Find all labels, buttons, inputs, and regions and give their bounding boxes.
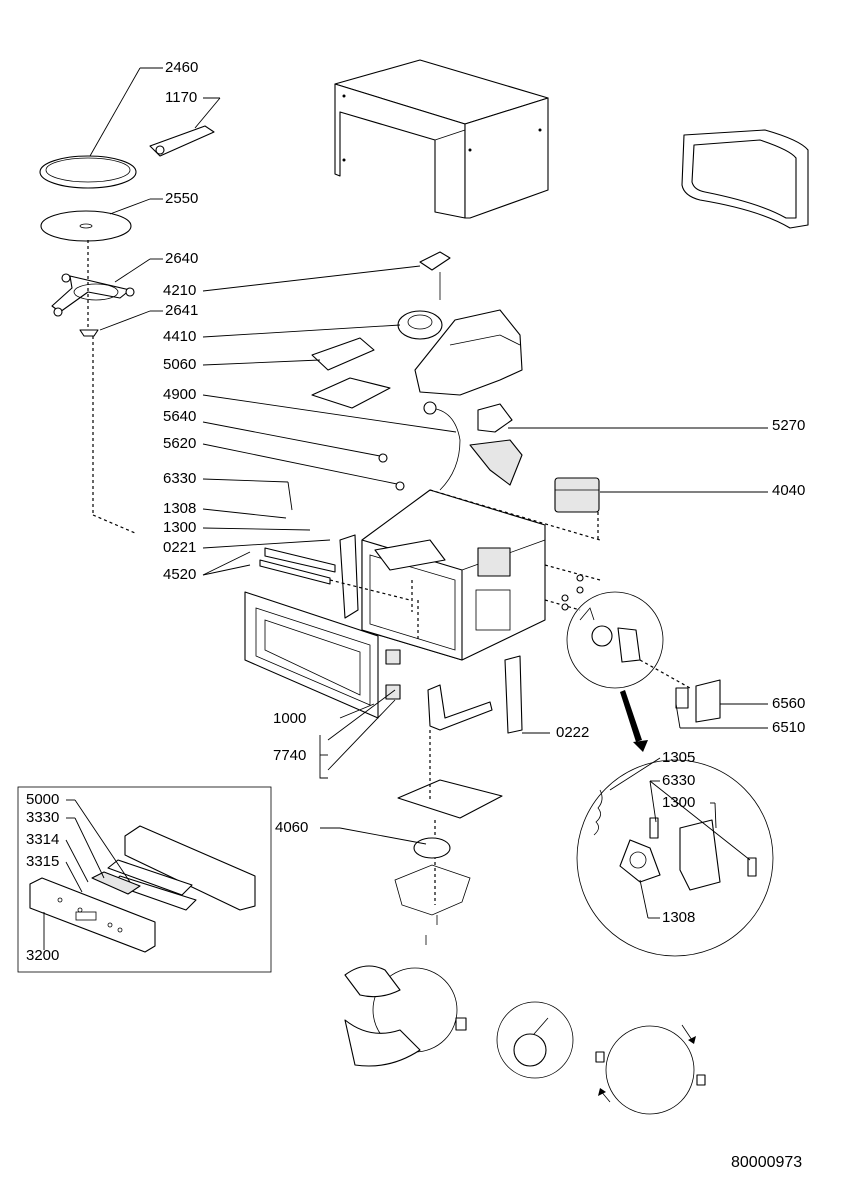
label-0222: 0222 [556,724,590,741]
label-3315: 3315 [26,853,60,870]
label-2640: 2640 [165,250,199,267]
label-2641: 2641 [165,302,199,319]
label-2550: 2550 [165,190,199,207]
label-1308: 1308 [163,500,197,517]
label-5270: 5270 [772,417,806,434]
label-3314: 3314 [26,831,60,848]
label-3200: 3200 [26,947,60,964]
label-4900: 4900 [163,386,197,403]
label-0221: 0221 [163,539,197,556]
lower-components [394,655,523,945]
main-chassis [361,489,601,661]
label-4520: 4520 [163,566,197,583]
drawing-number: 80000973 [731,1154,803,1171]
label-5640: 5640 [163,408,197,425]
detail-label-1300: 1300 [662,794,696,811]
door-seal [681,129,809,229]
detail-label-1308: 1308 [662,909,696,926]
label-5060: 5060 [163,356,197,373]
label-2460: 2460 [165,59,199,76]
detail-label-6330: 6330 [662,772,696,789]
label-5620: 5620 [163,435,197,452]
label-3330: 3330 [26,809,60,826]
cabinet-housing [334,59,549,219]
detail-magnifier [576,759,774,957]
label-4410: 4410 [163,328,197,345]
motor-illustrations [344,965,706,1115]
upper-components [311,251,600,540]
label-6510: 6510 [772,719,806,736]
label-4060: 4060 [275,819,309,836]
label-1000: 1000 [273,710,307,727]
label-6330: 6330 [163,470,197,487]
label-7740: 7740 [273,747,307,764]
label-1170: 1170 [165,89,198,106]
label-6560: 6560 [772,695,806,712]
door-assembly [244,534,419,719]
label-4040: 4040 [772,482,806,499]
label-5000: 5000 [26,791,60,808]
detail-label-1305: 1305 [662,749,696,766]
label-1300: 1300 [163,519,197,536]
label-4210: 4210 [163,282,197,299]
control-panel-inset [17,786,272,973]
turntable-group [39,125,215,534]
switch-assembly [566,591,721,752]
leader-lines [43,67,768,950]
